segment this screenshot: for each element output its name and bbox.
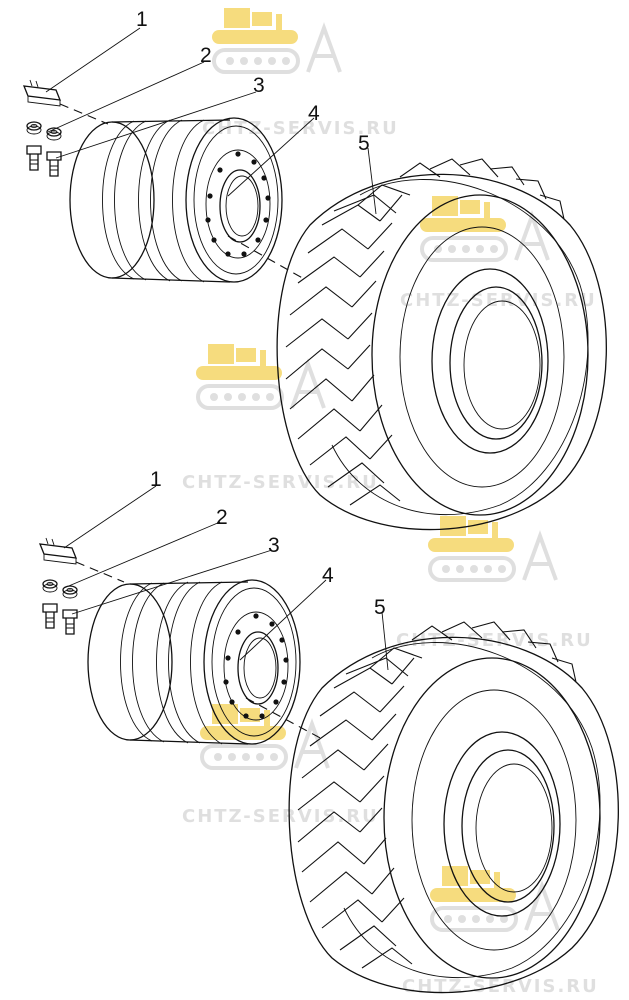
- leader-line: [55, 91, 257, 159]
- leader-line: [381, 611, 389, 671]
- callout-number: 2: [200, 44, 212, 67]
- leader-line: [63, 521, 221, 589]
- watermark-logo-icon: [198, 702, 330, 770]
- fastener-set-lower: [39, 537, 78, 635]
- callout-number: 3: [268, 534, 280, 557]
- watermark-text: CHTZ-SERVIS.RU: [182, 472, 379, 493]
- watermark-logo-icon: [426, 514, 558, 582]
- leader-line: [71, 549, 273, 615]
- watermark-logo-icon: [210, 6, 342, 74]
- leader-line: [367, 147, 377, 215]
- callout-number: 4: [308, 102, 320, 125]
- watermark-text: CHTZ-SERVIS.RU: [182, 806, 379, 827]
- callout-number: 2: [216, 506, 228, 529]
- assembly-axis: [59, 103, 109, 125]
- callout-number: 1: [136, 8, 148, 31]
- fastener-set-upper: [23, 79, 62, 177]
- leader-line: [227, 117, 315, 197]
- watermark-text: CHTZ-SERVIS.RU: [400, 290, 597, 311]
- leader-line: [239, 579, 327, 661]
- assembly-axis: [75, 561, 125, 583]
- watermark-text: CHTZ-SERVIS.RU: [402, 976, 599, 997]
- callout-number: 5: [358, 132, 370, 155]
- assembly-lower: 1 2 3 4 5: [39, 468, 619, 994]
- leader-line: [45, 27, 141, 93]
- watermark-logo-icon: [194, 342, 326, 410]
- watermark-text: CHTZ-SERVIS.RU: [396, 630, 593, 651]
- callout-number: 5: [374, 596, 386, 619]
- leader-line: [47, 61, 205, 133]
- leader-line: [63, 485, 157, 549]
- callout-number: 4: [322, 564, 334, 587]
- assembly-upper: 1 2 3 4 5: [23, 8, 607, 531]
- callout-number: 3: [253, 74, 265, 97]
- callout-number: 1: [150, 468, 162, 491]
